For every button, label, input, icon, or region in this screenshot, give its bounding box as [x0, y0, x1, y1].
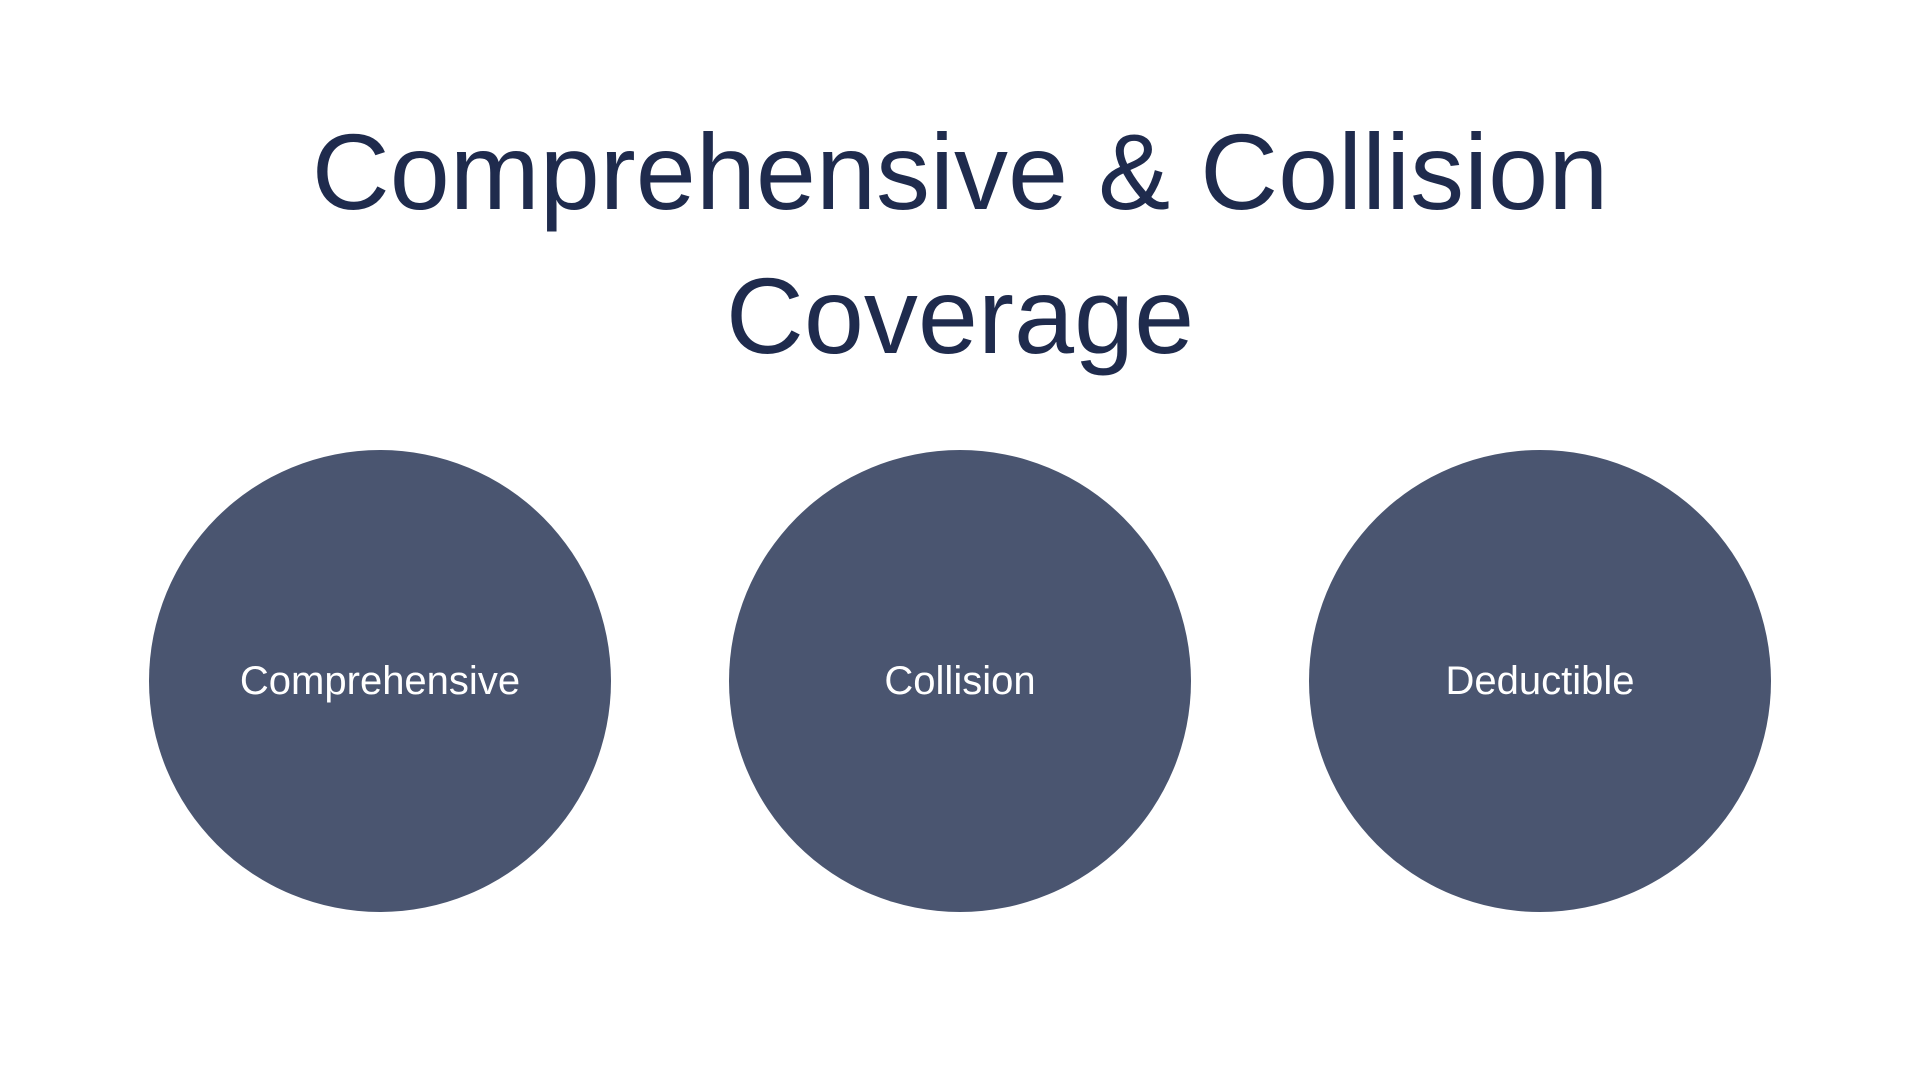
slide-title-line-1: Comprehensive & Collision	[311, 111, 1609, 232]
circle-deductible: Deductible	[1309, 450, 1771, 912]
slide-title-line-2: Coverage	[725, 255, 1195, 376]
circle-label-collision: Collision	[884, 658, 1036, 703]
circle-label-comprehensive: Comprehensive	[239, 658, 521, 703]
circle-diagram: Comprehensive Collision Deductible	[0, 450, 1920, 912]
circle-label-deductible: Deductible	[1445, 658, 1635, 703]
circle-comprehensive: Comprehensive	[149, 450, 611, 912]
slide-title: Comprehensive & Collision Coverage	[0, 100, 1920, 388]
circle-collision: Collision	[729, 450, 1191, 912]
